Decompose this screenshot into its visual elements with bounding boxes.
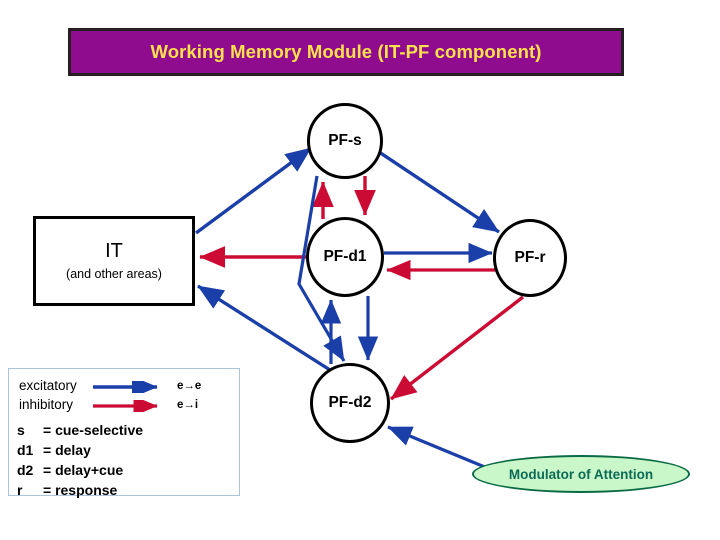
legend-arrow-inhibitory [93, 395, 167, 416]
legend-arrow-excitatory [93, 375, 167, 398]
legend-definition-d2: d2 = delay+cue [17, 461, 143, 481]
edge-modulator-to-pfd2 [387, 425, 493, 472]
edge-pfs-to-pfd2 [297, 175, 346, 362]
legend-definition-r: r = response [17, 481, 143, 501]
node-pf-r[interactable]: PF-r [493, 219, 567, 297]
legend-def-key-s: s [17, 422, 25, 438]
legend-symbol-excitatory: e→e [177, 379, 202, 392]
legend-symbol-inhibitory: e→i [177, 398, 199, 411]
legend-def-value-r: = response [43, 481, 118, 498]
node-pf-d1[interactable]: PF-d1 [306, 217, 384, 297]
title-banner: Working Memory Module (IT-PF component) [68, 28, 624, 76]
edge-it-to-pfs [194, 146, 313, 235]
legend-label-excitatory: excitatory [19, 378, 77, 393]
node-pf-r-label: PF-r [514, 249, 546, 266]
page-title: Working Memory Module (IT-PF component) [150, 41, 542, 62]
node-pf-s[interactable]: PF-s [307, 103, 383, 179]
node-modulator-label: Modulator of Attention [508, 466, 654, 482]
legend-def-value-d1: = delay [43, 441, 91, 458]
legend-box: excitatory e→e inhibitory [8, 368, 240, 498]
node-pf-d2[interactable]: PF-d2 [310, 363, 390, 443]
node-pf-d1-label: PF-d1 [323, 248, 367, 265]
legend-def-key-d2: d2 [17, 461, 34, 478]
node-modulator-of-attention[interactable]: Modulator of Attention [472, 455, 690, 493]
node-pf-s-label: PF-s [328, 132, 362, 149]
legend-def-value-s: = cue-selective [43, 422, 144, 438]
node-pf-d2-label: PF-d2 [328, 394, 372, 411]
edge-pfs-to-pfr [378, 150, 500, 234]
legend-row-inhibitory: inhibitory e→i [19, 395, 199, 416]
node-it-label: IT [105, 240, 123, 263]
legend-def-key-r: r [17, 481, 23, 498]
legend-def-key-d1: d1 [17, 441, 34, 458]
legend-label-inhibitory: inhibitory [19, 397, 74, 412]
edge-pfd2-to-it [197, 284, 331, 372]
legend-def-value-d2: = delay+cue [43, 461, 124, 478]
legend-row-excitatory: excitatory e→e [19, 375, 202, 398]
edge-pfr-to-pfd2 [389, 295, 525, 401]
node-it[interactable]: IT (and other areas) [33, 216, 195, 306]
node-it-sublabel: (and other areas) [66, 267, 162, 282]
legend-definition-d1: d1 = delay [17, 441, 143, 461]
legend-definition-s: s = cue-selective [17, 421, 143, 441]
legend-definitions: s = cue-selective d1 = delay d2 = delay+… [17, 421, 143, 501]
